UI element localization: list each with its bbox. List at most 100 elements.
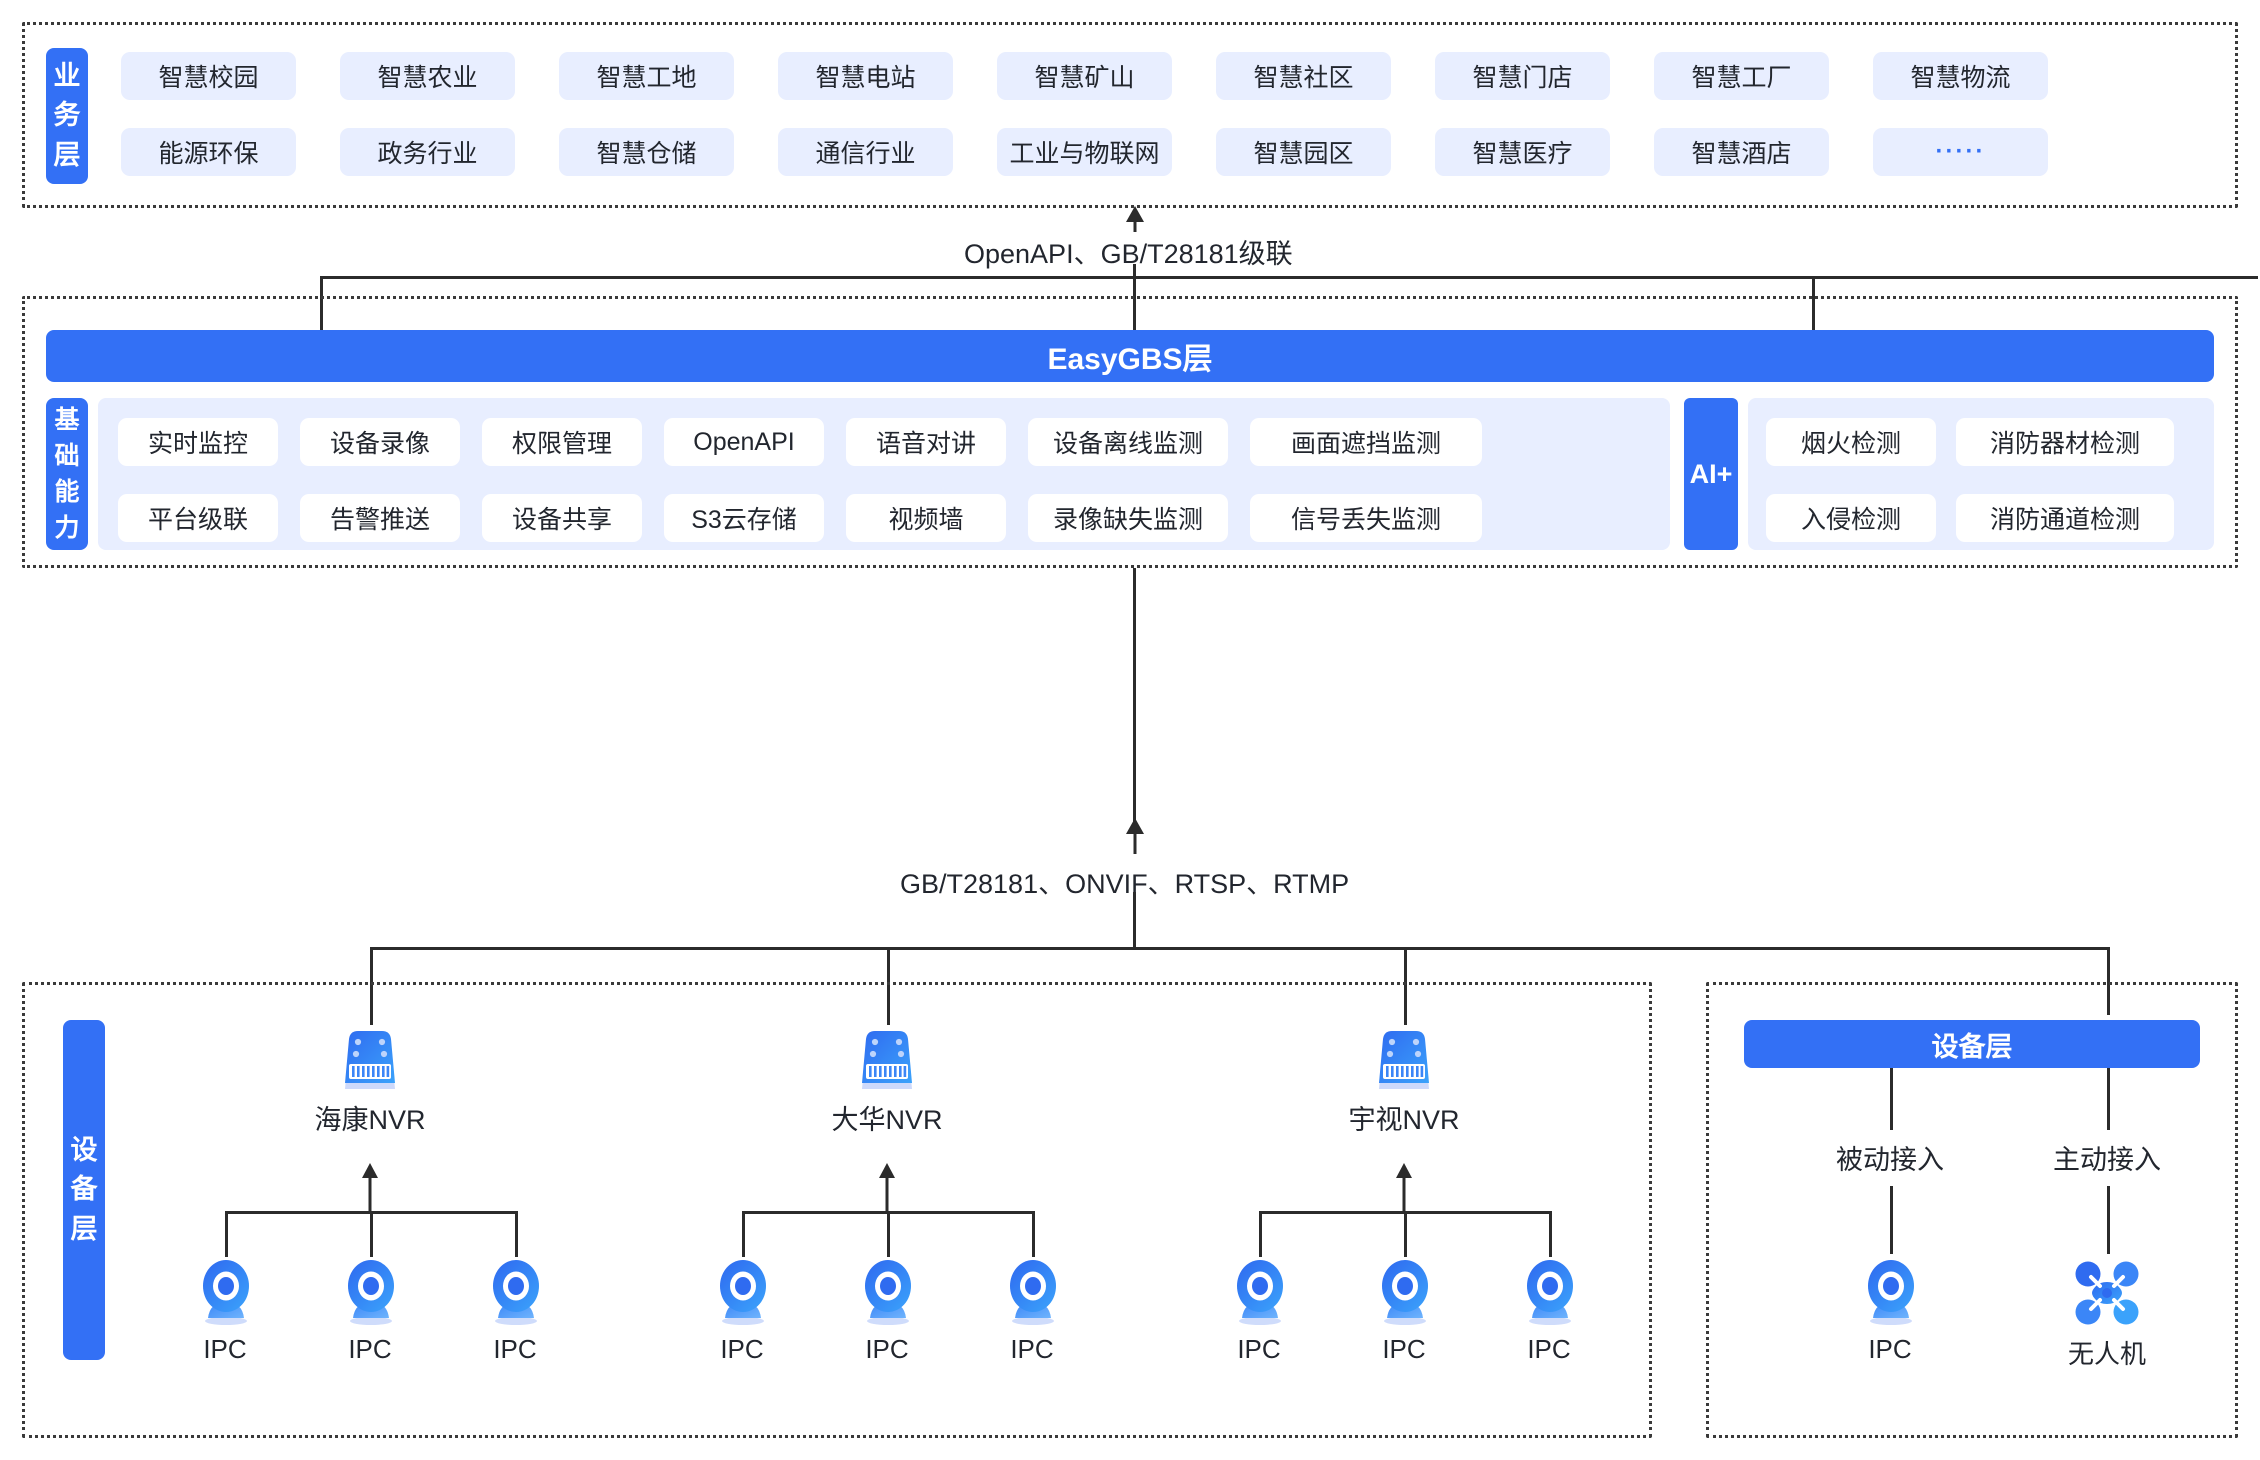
device-layer-right-title-text: 设备层 [1931, 1031, 2013, 1062]
drone-node[interactable] [2074, 1260, 2140, 1326]
ipc-caption: IPC [1382, 1334, 1426, 1364]
platform-fanout-right [1812, 276, 1815, 348]
ipc-drop-line [370, 1211, 373, 1257]
capability-chip[interactable]: 权限管理 [482, 418, 642, 466]
ipc-caption: IPC [720, 1334, 764, 1364]
ipc-node[interactable] [1229, 1258, 1291, 1328]
business-chip[interactable]: 智慧工厂 [1654, 52, 1829, 100]
device-layer-left-label-text: 设备层 [70, 1135, 100, 1244]
business-chip[interactable]: 智慧医疗 [1435, 128, 1610, 176]
nvr-node[interactable] [1367, 1025, 1441, 1093]
ipc-node[interactable] [1860, 1258, 1922, 1328]
ai-plus-label-text: AI+ [1689, 458, 1733, 489]
business-layer-container [22, 22, 2238, 208]
device-layer-right-container [1706, 982, 2238, 1438]
camera-icon [720, 1260, 766, 1325]
ipc-caption: IPC [203, 1334, 247, 1364]
ipc-node[interactable] [1002, 1258, 1064, 1328]
camera-icon [1010, 1260, 1056, 1325]
business-chip-ellipsis[interactable]: ····· [1873, 128, 2048, 176]
device-right-line-lower [2107, 1186, 2110, 1254]
capability-chip[interactable]: 设备共享 [482, 494, 642, 542]
capability-chip[interactable]: 画面遮挡监测 [1250, 418, 1482, 466]
capability-chip[interactable]: S3云存储 [664, 494, 824, 542]
platform-layer-container [22, 296, 2238, 568]
camera-icon [1868, 1260, 1914, 1325]
ai-capability-chip[interactable]: 入侵检测 [1766, 494, 1936, 542]
camera-icon [1527, 1260, 1573, 1325]
ipc-node[interactable] [1519, 1258, 1581, 1328]
access-mode-caption: 被动接入 [1836, 1145, 1944, 1175]
device-connector-arrow [1126, 818, 1144, 854]
ipc-drop-line [1259, 1211, 1262, 1257]
device-right-line-upper [1890, 1068, 1893, 1130]
nvr-node[interactable] [850, 1025, 924, 1093]
business-chip[interactable]: 政务行业 [340, 128, 515, 176]
device-right-caption: 无人机 [2067, 1339, 2146, 1369]
platform-fanout-mid [1133, 276, 1136, 348]
business-chip[interactable]: 能源环保 [121, 128, 296, 176]
ai-capability-chip[interactable]: 消防器材检测 [1956, 418, 2174, 466]
access-mode-caption: 主动接入 [2053, 1145, 2161, 1175]
business-chip[interactable]: 智慧酒店 [1654, 128, 1829, 176]
ipc-caption: IPC [1237, 1334, 1281, 1364]
business-chip[interactable]: 智慧校园 [121, 52, 296, 100]
easygbs-bar-title: EasyGBS层 [1047, 343, 1213, 376]
ipc-node[interactable] [1374, 1258, 1436, 1328]
capability-chip[interactable]: 平台级联 [118, 494, 278, 542]
ai-plus-label: AI+ [1684, 398, 1738, 550]
nvr-node[interactable] [333, 1025, 407, 1093]
business-layer-label: 业务层 [46, 48, 88, 184]
ipc-node[interactable] [340, 1258, 402, 1328]
capability-chip[interactable]: 信号丢失监测 [1250, 494, 1482, 542]
easygbs-bar: EasyGBS层 [46, 330, 2214, 382]
device-fanout-drop-1 [370, 947, 373, 1025]
business-chip[interactable]: 工业与物联网 [997, 128, 1172, 176]
business-chip[interactable]: 智慧社区 [1216, 52, 1391, 100]
business-chip[interactable]: 智慧物流 [1873, 52, 2048, 100]
ipc-node[interactable] [857, 1258, 919, 1328]
ai-capability-chip[interactable]: 消防通道检测 [1956, 494, 2174, 542]
capability-chip[interactable]: OpenAPI [664, 418, 824, 466]
nvr-icon [1379, 1031, 1429, 1089]
ipc-node[interactable] [195, 1258, 257, 1328]
device-layer-left-container [22, 982, 1652, 1438]
business-connector-arrow [1126, 206, 1144, 242]
capability-chip[interactable]: 设备离线监测 [1028, 418, 1228, 466]
platform-fanout-left [320, 276, 323, 348]
capability-chip[interactable]: 告警推送 [300, 494, 460, 542]
business-chip[interactable]: 智慧农业 [340, 52, 515, 100]
camera-icon [1382, 1260, 1428, 1325]
ai-capability-chip[interactable]: 烟火检测 [1766, 418, 1936, 466]
business-chip[interactable]: 智慧矿山 [997, 52, 1172, 100]
drone-icon [2075, 1261, 2139, 1325]
ipc-node[interactable] [712, 1258, 774, 1328]
capability-chip[interactable]: 语音对讲 [846, 418, 1006, 466]
capability-chip[interactable]: 实时监控 [118, 418, 278, 466]
business-chip[interactable]: 智慧园区 [1216, 128, 1391, 176]
capability-chip[interactable]: 录像缺失监测 [1028, 494, 1228, 542]
ipc-drop-line [1404, 1211, 1407, 1257]
device-connector-label: GB/T28181、ONVIF、RTSP、RTMP [888, 862, 1362, 901]
business-chip[interactable]: 智慧仓储 [559, 128, 734, 176]
device-right-line-upper [2107, 1068, 2110, 1130]
device-fanout-bar [370, 947, 2110, 950]
business-chip[interactable]: 智慧电站 [778, 52, 953, 100]
ipc-node[interactable] [485, 1258, 547, 1328]
capability-chip[interactable]: 视频墙 [846, 494, 1006, 542]
business-chip[interactable]: 智慧工地 [559, 52, 734, 100]
device-connector-stem-bottom [1133, 892, 1136, 950]
ipc-drop-line [1032, 1211, 1035, 1257]
nvr-uplink-arrow [879, 1163, 895, 1211]
capability-chip[interactable]: 设备录像 [300, 418, 460, 466]
device-right-caption: IPC [1868, 1334, 1912, 1364]
device-fanout-drop-4 [2107, 947, 2110, 1015]
business-chip[interactable]: 智慧门店 [1435, 52, 1610, 100]
nvr-caption: 海康NVR [314, 1105, 426, 1135]
business-chip[interactable]: 通信行业 [778, 128, 953, 176]
ipc-caption: IPC [348, 1334, 392, 1364]
business-connector-label: OpenAPI、GB/T28181级联 [952, 232, 1305, 271]
business-layer-label-text: 业务层 [53, 61, 83, 170]
ipc-caption: IPC [493, 1334, 537, 1364]
